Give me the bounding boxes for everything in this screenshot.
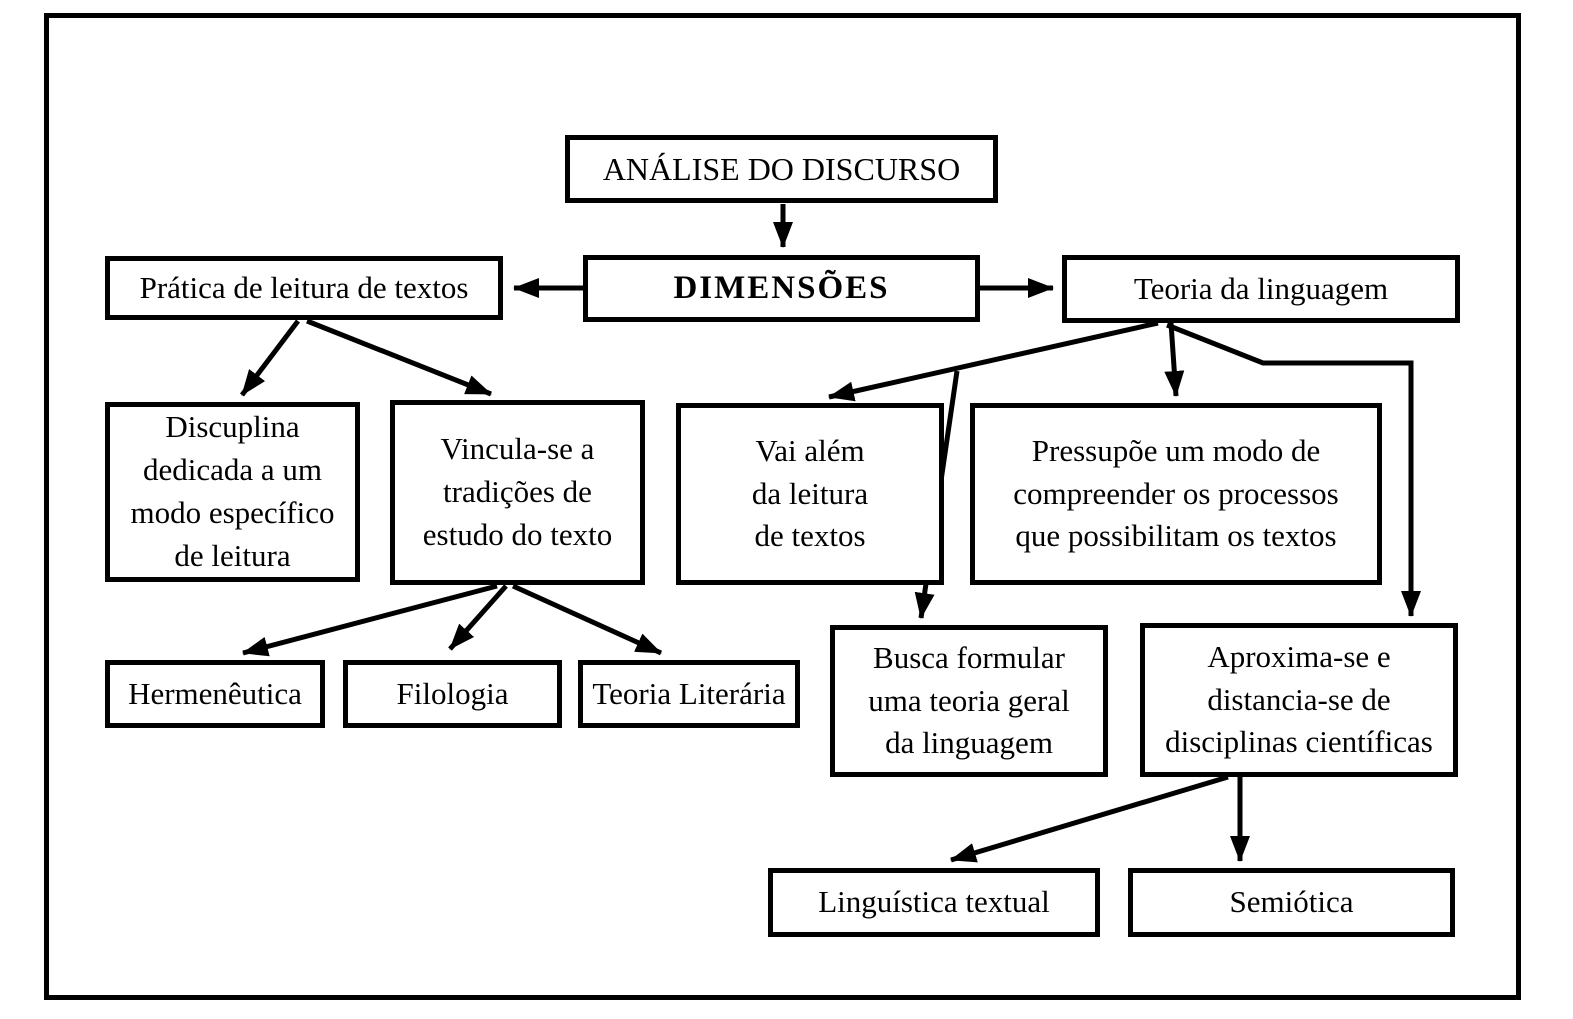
node-analise-do-discurso-label: ANÁLISE DO DISCURSO xyxy=(602,150,961,187)
node-hermeneutica-label: Hermenêutica xyxy=(128,675,302,711)
node-aproxima-distancia: Aproxima-se e distancia-se de disciplina… xyxy=(1140,623,1458,777)
node-pressupoe-processos: Pressupõe um modo de compreender os proc… xyxy=(970,403,1382,585)
arrow-vincula-to-hermeneutica xyxy=(242,583,498,657)
node-teoria-literaria-label: Teoria Literária xyxy=(592,675,786,711)
node-teoria-literaria: Teoria Literária xyxy=(578,660,800,728)
node-disciplina-dedicada: Discuplina dedicada a um modo específico… xyxy=(105,402,360,582)
arrow-vincula-to-filologia xyxy=(448,584,508,651)
node-dimensoes-label: DIMENSÕES xyxy=(673,269,890,306)
arrow-pratica-to-disciplina xyxy=(240,319,300,397)
arrow-vincula-to-teoria-literaria xyxy=(511,583,663,656)
node-teoria-da-linguagem: Teoria da linguagem xyxy=(1062,255,1460,323)
node-filologia: Filologia xyxy=(343,660,562,728)
arrow-pratica-to-vincula xyxy=(306,318,492,397)
node-linguistica-textual-label: Linguística textual xyxy=(818,884,1050,920)
node-disciplina-dedicada-label: Discuplina dedicada a um modo específico… xyxy=(130,409,335,573)
node-busca-formular-teoria: Busca formular uma teoria geral da lingu… xyxy=(830,625,1108,777)
node-semiotica-label: Semiótica xyxy=(1229,884,1354,920)
node-filologia-label: Filologia xyxy=(396,675,509,711)
node-vincula-se-tradicoes: Vincula-se a tradições de estudo do text… xyxy=(390,400,645,585)
arrow-teoria-to-aproxima xyxy=(1166,322,1421,617)
node-pratica-de-leitura-label: Prática de leitura de textos xyxy=(139,269,469,305)
node-aproxima-distancia-label: Aproxima-se e distancia-se de disciplina… xyxy=(1165,638,1433,760)
node-vai-alem-leitura-label: Vai além da leitura de textos xyxy=(751,432,869,554)
node-vai-alem-leitura: Vai além da leitura de textos xyxy=(676,403,944,585)
arrow-teoria-to-vai-alem xyxy=(828,320,1159,402)
node-teoria-da-linguagem-label: Teoria da linguagem xyxy=(1133,270,1389,306)
node-semiotica: Semiótica xyxy=(1128,868,1455,937)
node-pressupoe-processos-label: Pressupõe um modo de compreender os proc… xyxy=(1013,432,1339,554)
arrow-aproxima-to-linguistica xyxy=(950,774,1229,863)
node-busca-formular-teoria-label: Busca formular uma teoria geral da lingu… xyxy=(868,639,1070,761)
node-dimensoes: DIMENSÕES xyxy=(583,255,980,322)
node-linguistica-textual: Linguística textual xyxy=(768,868,1100,937)
node-vincula-se-tradicoes-label: Vincula-se a tradições de estudo do text… xyxy=(422,431,613,552)
node-analise-do-discurso: ANÁLISE DO DISCURSO xyxy=(565,135,998,203)
node-pratica-de-leitura: Prática de leitura de textos xyxy=(105,256,503,320)
node-hermeneutica: Hermenêutica xyxy=(105,660,325,728)
arrow-teoria-to-pressupoe xyxy=(1164,322,1185,397)
